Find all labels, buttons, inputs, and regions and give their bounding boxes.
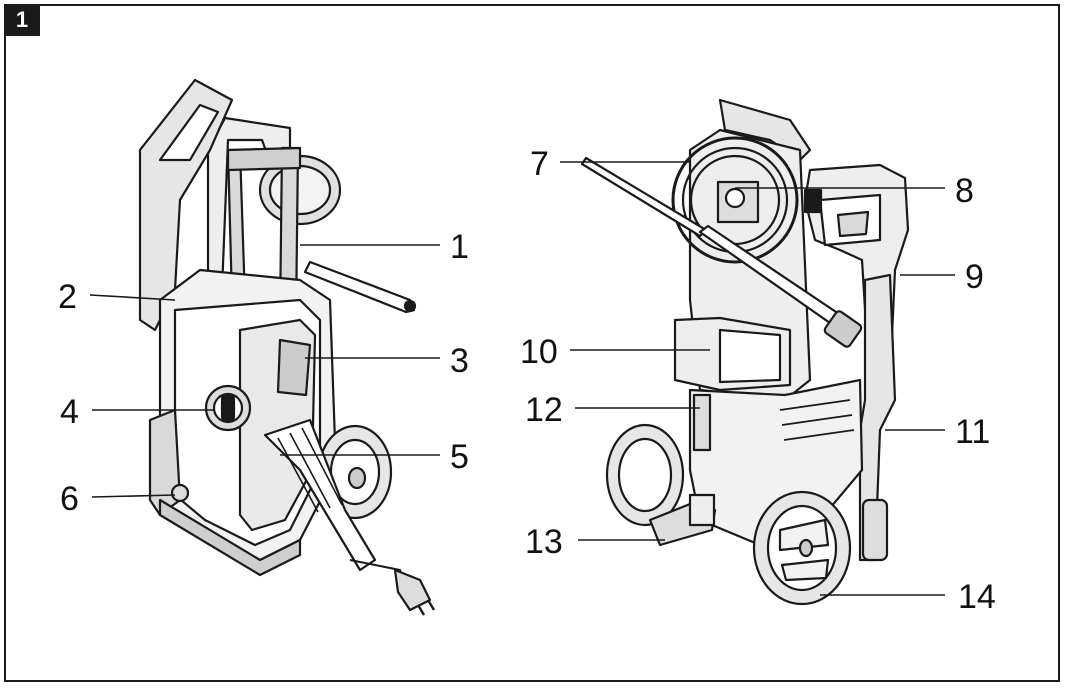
callout-3: 3: [450, 342, 469, 380]
front-view-washer: [138, 78, 436, 616]
leader-6: [91, 494, 176, 498]
callout-7: 7: [530, 145, 549, 183]
callout-6: 6: [60, 480, 79, 518]
figure-frame: [4, 4, 1060, 682]
callout-2: 2: [58, 278, 77, 316]
figure-number-tab: 1: [4, 4, 40, 36]
rear-view-washer: [580, 98, 910, 606]
callout-11: 11: [955, 413, 990, 451]
callout-4: 4: [60, 393, 79, 431]
leader-2: [89, 294, 176, 301]
callout-9: 9: [965, 258, 984, 296]
callout-1: 1: [450, 228, 469, 266]
callout-8: 8: [955, 172, 974, 210]
callout-14: 14: [958, 578, 996, 616]
callout-labels: 1 2 3 4 5 6 7 8 9 10 11 12 13 14: [58, 145, 996, 616]
callout-12: 12: [525, 391, 563, 429]
callout-5: 5: [450, 438, 469, 476]
callout-10: 10: [520, 333, 558, 371]
leader-lines: [89, 161, 955, 596]
callout-13: 13: [525, 523, 563, 561]
